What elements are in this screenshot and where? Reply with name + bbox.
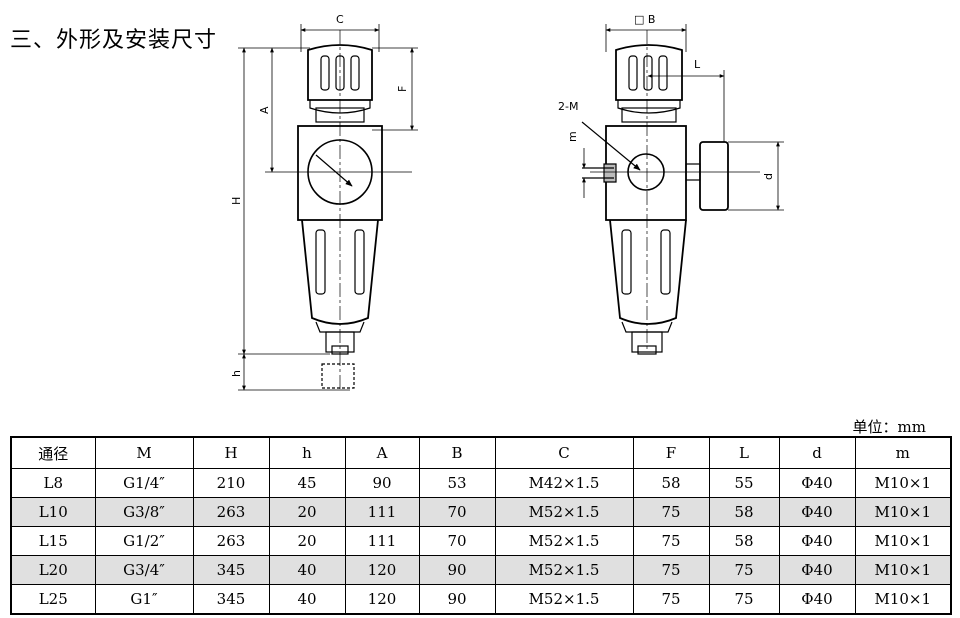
table-cell: 75 xyxy=(632,584,710,615)
table-cell: 58 xyxy=(708,526,780,556)
table-row: L15 G1/2″ 263 20 111 70 M52×1.5 75 58 Φ4… xyxy=(10,526,952,556)
side-dimensions xyxy=(582,24,784,211)
table-cell: M42×1.5 xyxy=(494,468,634,498)
table-cell: 90 xyxy=(344,468,420,498)
table-cell: 70 xyxy=(418,526,496,556)
table-cell: Φ40 xyxy=(778,497,856,527)
header-cell: B xyxy=(418,436,496,469)
table-cell: L15 xyxy=(10,526,96,556)
table-cell: G1/4″ xyxy=(94,468,194,498)
front-view xyxy=(265,30,412,392)
table-cell: 55 xyxy=(708,468,780,498)
table-cell: 75 xyxy=(708,584,780,615)
side-gauge xyxy=(699,141,729,211)
table-cell: Φ40 xyxy=(778,468,856,498)
dim-label-a: A xyxy=(258,106,271,114)
dim-label-h: H xyxy=(230,197,243,205)
table-cell: 20 xyxy=(268,526,346,556)
table-row: L25 G1″ 345 40 120 90 M52×1.5 75 75 Φ40 … xyxy=(10,584,952,615)
table-cell: M10×1 xyxy=(854,497,952,527)
dim-label-2m: 2-M xyxy=(558,100,578,113)
table-cell: M52×1.5 xyxy=(494,555,634,585)
technical-drawing: C A H h F xyxy=(230,13,784,392)
table-cell: M52×1.5 xyxy=(494,497,634,527)
table-row: L10 G3/8″ 263 20 111 70 M52×1.5 75 58 Φ4… xyxy=(10,497,952,527)
table-cell: 70 xyxy=(418,497,496,527)
table-cell: 90 xyxy=(418,555,496,585)
table-cell: 75 xyxy=(632,497,710,527)
section-title: 三、外形及安装尺寸 xyxy=(10,28,218,53)
dim-label-d: d xyxy=(762,173,775,180)
dim-label-b: □ B xyxy=(634,13,655,26)
table-cell: M10×1 xyxy=(854,468,952,498)
header-cell: d xyxy=(778,436,856,469)
table-cell: 120 xyxy=(344,555,420,585)
table-cell: M52×1.5 xyxy=(494,584,634,615)
table-cell: M10×1 xyxy=(854,555,952,585)
table-cell: L8 xyxy=(10,468,96,498)
dim-label-m: m xyxy=(566,131,579,142)
header-cell: h xyxy=(268,436,346,469)
dim-label-small-h: h xyxy=(230,370,243,377)
table-cell: G3/4″ xyxy=(94,555,194,585)
table-cell: Φ40 xyxy=(778,526,856,556)
table-cell: G1/2″ xyxy=(94,526,194,556)
table-cell: 20 xyxy=(268,497,346,527)
table-header-row: 通径 M H h A B C F L d m xyxy=(10,436,952,469)
table-cell: 111 xyxy=(344,526,420,556)
table-cell: 345 xyxy=(192,555,270,585)
table-cell: 40 xyxy=(268,555,346,585)
header-cell: M xyxy=(94,436,194,469)
table-cell: 90 xyxy=(418,584,496,615)
header-cell: 通径 xyxy=(10,436,96,469)
table-cell: G3/8″ xyxy=(94,497,194,527)
table-cell: 345 xyxy=(192,584,270,615)
side-view xyxy=(581,30,760,355)
table-cell: G1″ xyxy=(94,584,194,615)
table-cell: 53 xyxy=(418,468,496,498)
table-cell: M10×1 xyxy=(854,584,952,615)
table-cell: 263 xyxy=(192,497,270,527)
table-cell: 210 xyxy=(192,468,270,498)
unit-label: 单位：mm xyxy=(852,418,926,436)
table-cell: 40 xyxy=(268,584,346,615)
header-cell: F xyxy=(632,436,710,469)
front-knob xyxy=(307,44,373,101)
table-cell: 75 xyxy=(632,526,710,556)
table-cell: M10×1 xyxy=(854,526,952,556)
header-cell: A xyxy=(344,436,420,469)
side-body xyxy=(605,125,687,221)
table-cell: Φ40 xyxy=(778,555,856,585)
table-cell: L25 xyxy=(10,584,96,615)
table-cell: 120 xyxy=(344,584,420,615)
table-cell: Φ40 xyxy=(778,584,856,615)
table-cell: 263 xyxy=(192,526,270,556)
header-cell: H xyxy=(192,436,270,469)
dim-label-l: L xyxy=(694,58,701,71)
table-row: L8 G1/4″ 210 45 90 53 M42×1.5 58 55 Φ40 … xyxy=(10,468,952,498)
side-knob xyxy=(615,44,683,101)
header-cell: C xyxy=(494,436,634,469)
table-cell: 58 xyxy=(632,468,710,498)
dim-label-f: F xyxy=(396,86,409,92)
table-cell: L10 xyxy=(10,497,96,527)
table-cell: 75 xyxy=(708,555,780,585)
table-cell: 58 xyxy=(708,497,780,527)
header-cell: m xyxy=(854,436,952,469)
table-cell: M52×1.5 xyxy=(494,526,634,556)
header-cell: L xyxy=(708,436,780,469)
table-row: L20 G3/4″ 345 40 120 90 M52×1.5 75 75 Φ4… xyxy=(10,555,952,585)
table-cell: 111 xyxy=(344,497,420,527)
table-cell: L20 xyxy=(10,555,96,585)
dim-label-c: C xyxy=(336,13,344,26)
table-cell: 75 xyxy=(632,555,710,585)
spec-table: 通径 M H h A B C F L d m L8 G1/4″ 210 45 9… xyxy=(10,436,952,615)
front-dimensions xyxy=(238,24,418,391)
table-cell: 45 xyxy=(268,468,346,498)
